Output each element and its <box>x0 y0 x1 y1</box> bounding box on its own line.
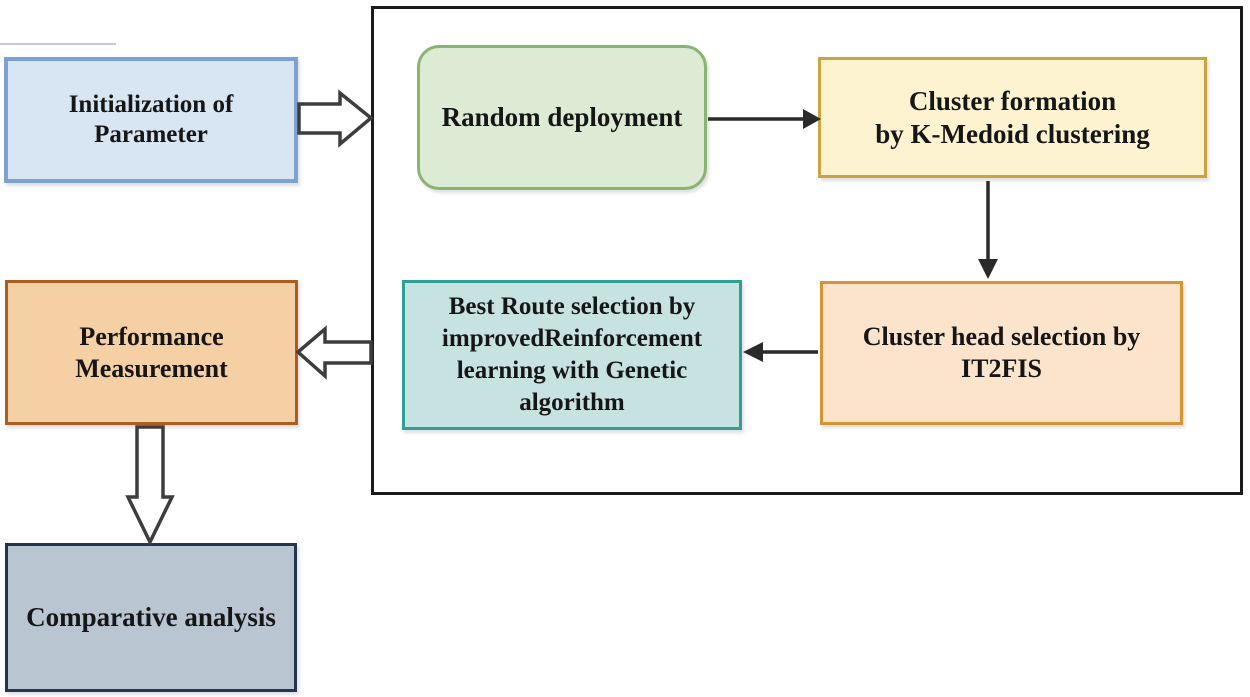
box-label-line: improvedReinforcement <box>441 325 703 352</box>
box-label-line: Initialization of <box>68 90 234 118</box>
box-label-line: Best Route selection by <box>448 293 696 320</box>
box-label-line: IT2FIS <box>961 354 1042 383</box>
box-label-line: Cluster formation <box>908 85 1117 116</box>
comparative-analysis-box: Comparative analysis <box>5 543 297 692</box>
box-label-line: Random deployment <box>441 102 683 133</box>
box-label-line: Measurement <box>75 353 228 383</box>
box-label-line: Parameter <box>94 121 208 148</box>
cluster-head-selection-box: Cluster head selection by IT2FIS <box>820 281 1183 425</box>
block-arrow-right-icon <box>297 89 374 148</box>
box-label-line: learning with Genetic <box>456 357 688 384</box>
box-label-line: Cluster head selection by <box>862 322 1141 352</box>
process-group-frame <box>371 6 1243 495</box>
block-arrow-left-icon <box>295 325 373 380</box>
box-label-line: by K-Medoid clustering <box>875 118 1150 149</box>
top-left-artifact-line <box>0 43 116 45</box>
random-deployment-box: Random deployment <box>417 45 707 190</box>
box-label-line: Performance <box>79 321 224 351</box>
cluster-formation-box: Cluster formation by K-Medoid clustering <box>818 57 1207 178</box>
best-route-selection-box: Best Route selection by improvedReinforc… <box>402 280 742 430</box>
performance-measurement-box: Performance Measurement <box>5 280 298 425</box>
box-label-line: algorithm <box>519 389 625 416</box>
block-arrow-down-icon <box>125 425 175 546</box>
initialization-of-parameter-box: Initialization of Parameter <box>4 57 298 183</box>
box-label-line: Comparative analysis <box>26 602 276 633</box>
